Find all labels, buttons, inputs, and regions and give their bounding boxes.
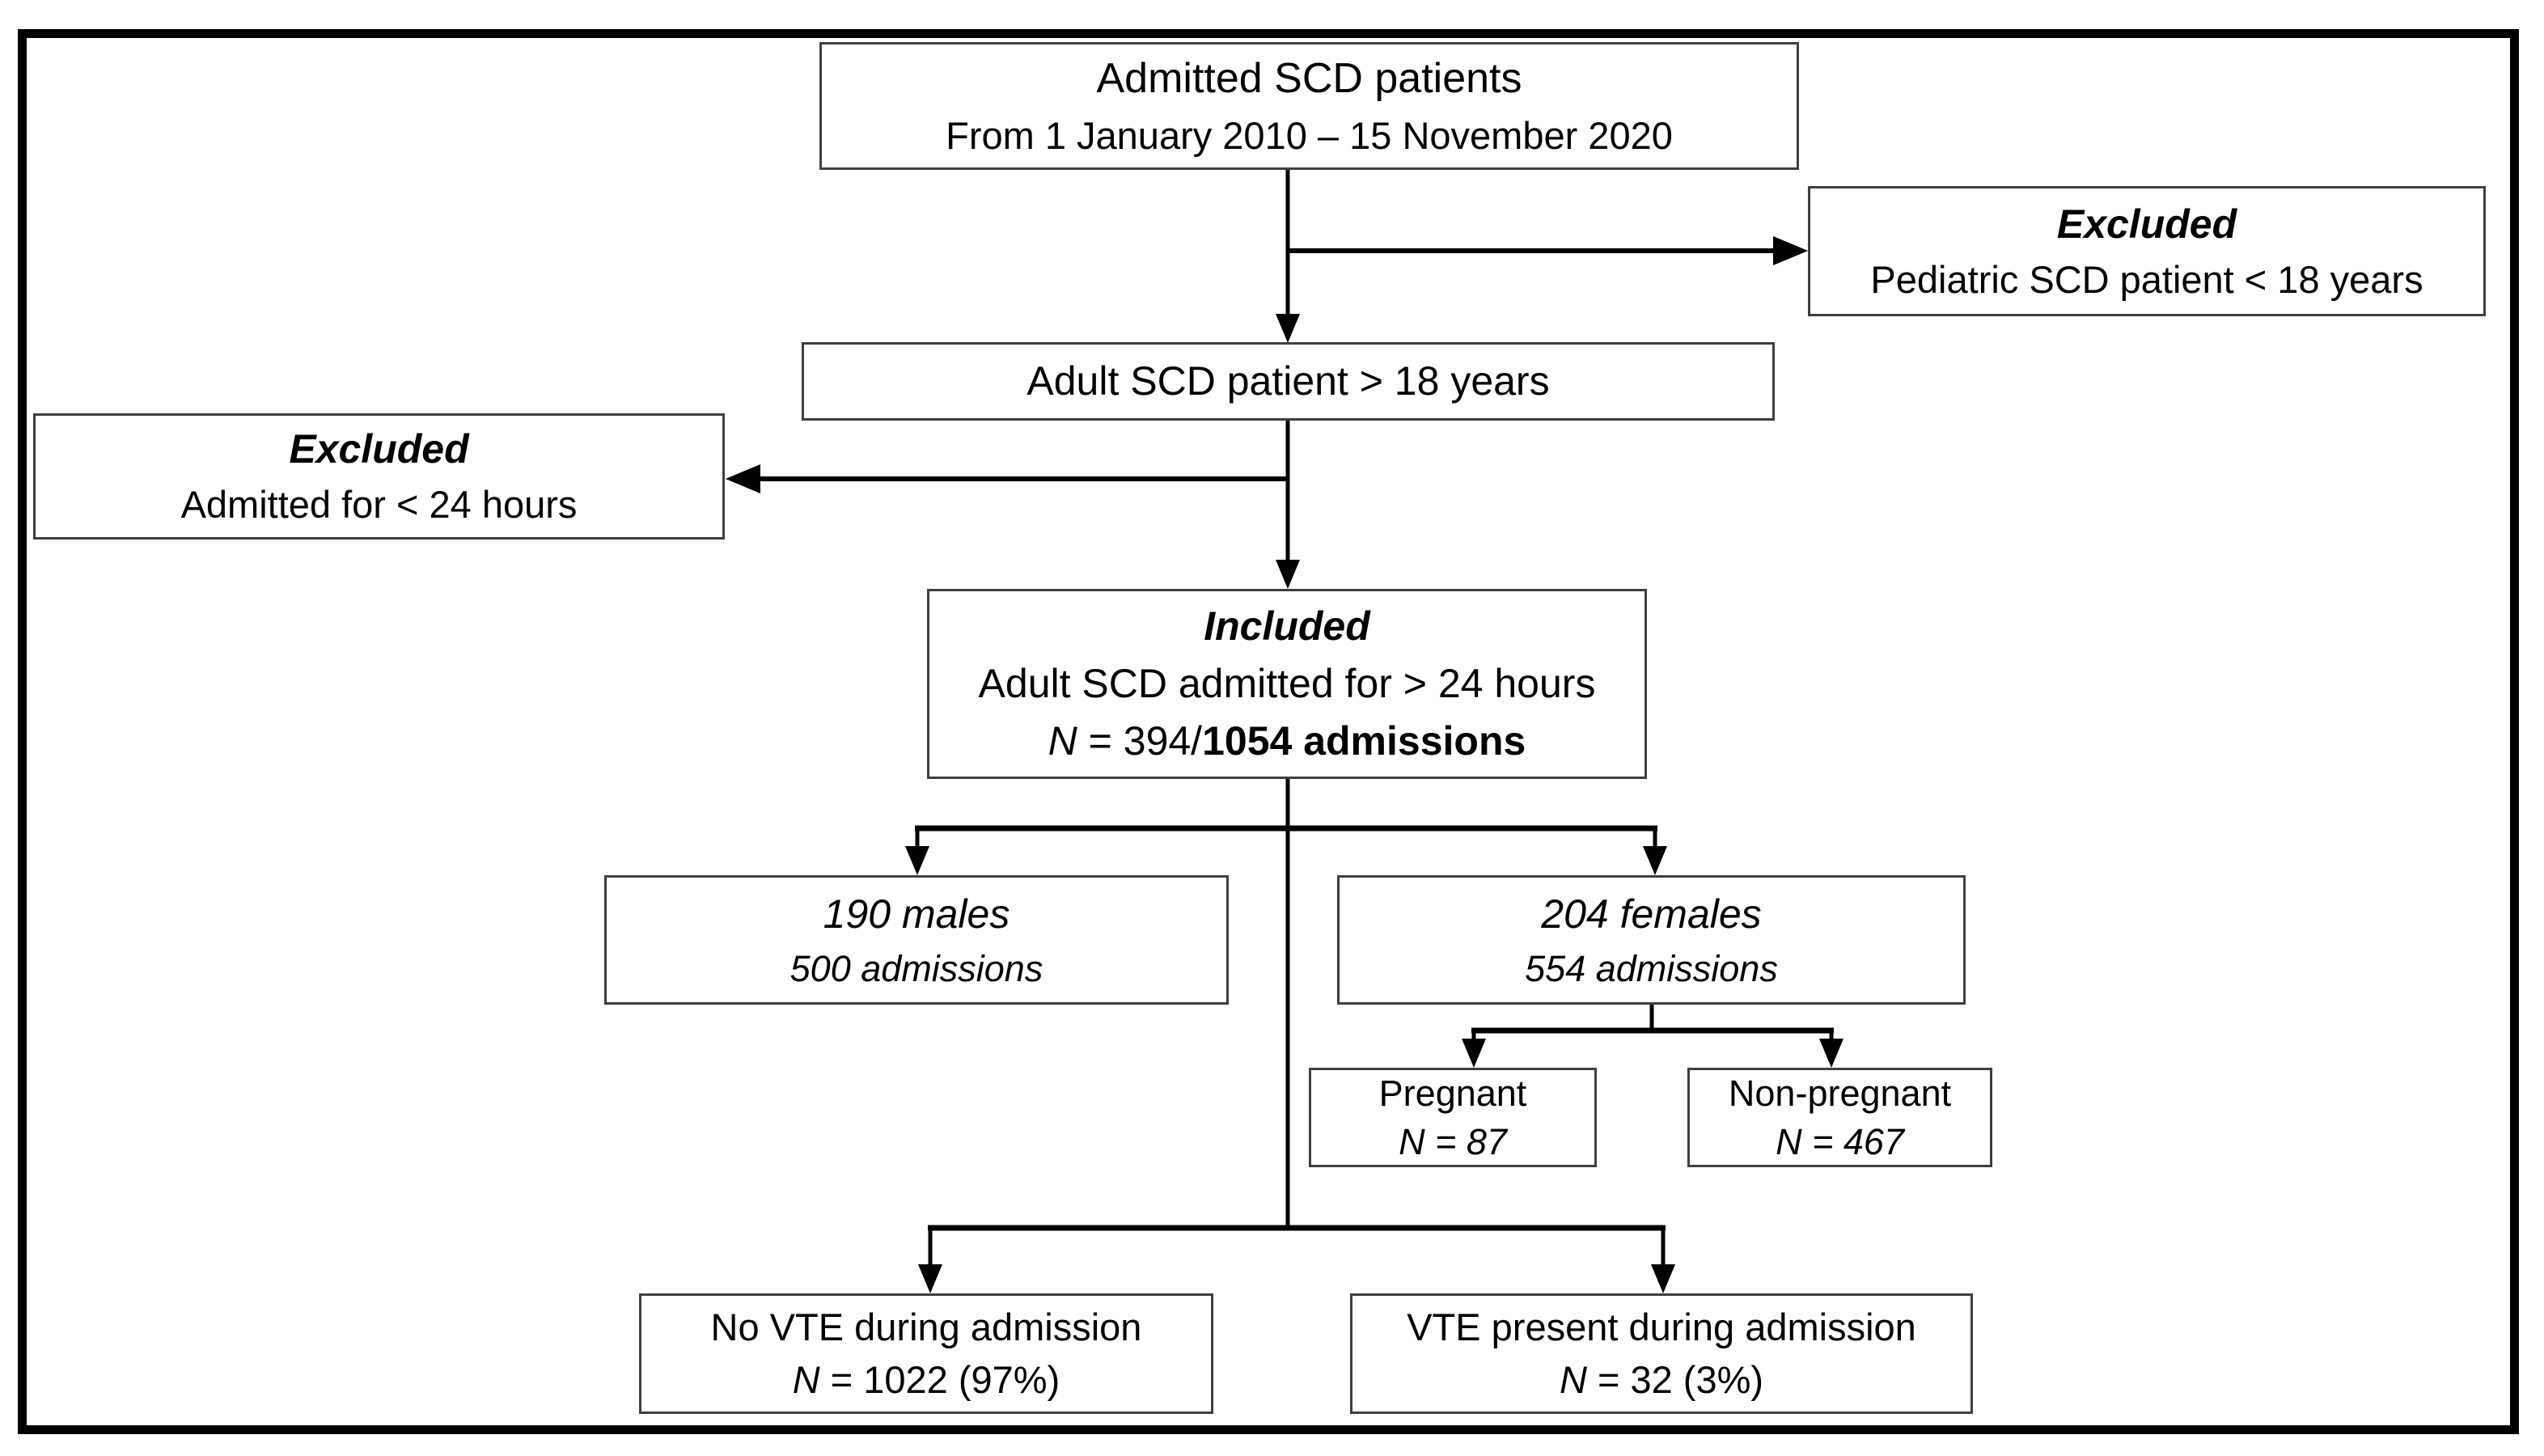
box-included: Included Adult SCD admitted for > 24 hou… (927, 589, 1647, 779)
included-count-value: = 394/ (1077, 718, 1203, 764)
vte-present-label: VTE present during admission (1407, 1305, 1916, 1348)
excluded-pediatric-criterion: Pediatric SCD patient < 18 years (1870, 257, 2423, 301)
vte-present-count: N = 32 (3%) (1560, 1354, 1763, 1407)
vte-present-count-n: N (1559, 1357, 1587, 1401)
included-count-n: N (1048, 718, 1077, 764)
males-count: 190 males (823, 891, 1010, 937)
pregnant-count: N = 87 (1399, 1120, 1507, 1162)
males-admissions: 500 admissions (789, 947, 1043, 989)
no-vte-count: N = 1022 (97%) (793, 1354, 1060, 1407)
no-vte-count-n: N (792, 1357, 820, 1401)
non-pregnant-label: Non-pregnant (1728, 1073, 1952, 1115)
box-admitted-patients: Admitted SCD patients From 1 January 201… (819, 42, 1799, 170)
box-vte-present: VTE present during admission N = 32 (3%) (1350, 1293, 1973, 1414)
box-adult-patients: Adult SCD patient > 18 years (802, 342, 1775, 421)
no-vte-label: No VTE during admission (710, 1305, 1142, 1348)
box-non-pregnant: Non-pregnant N = 467 (1687, 1068, 1992, 1167)
females-count: 204 females (1541, 891, 1762, 937)
excluded-short-stay-title: Excluded (289, 426, 469, 472)
vte-present-count-value: = 32 (3%) (1586, 1357, 1764, 1401)
females-admissions: 554 admissions (1525, 947, 1778, 989)
pregnant-label: Pregnant (1378, 1073, 1527, 1115)
included-criterion: Adult SCD admitted for > 24 hours (978, 661, 1596, 706)
box-pregnant: Pregnant N = 87 (1309, 1068, 1597, 1167)
non-pregnant-count: N = 467 (1776, 1120, 1904, 1162)
adult-patients-label: Adult SCD patient > 18 years (1026, 358, 1550, 404)
box-males: 190 males 500 admissions (604, 875, 1229, 1005)
box-excluded-short-stay: Excluded Admitted for < 24 hours (33, 413, 725, 540)
excluded-short-stay-criterion: Admitted for < 24 hours (180, 483, 578, 527)
admitted-title: Admitted SCD patients (1096, 54, 1522, 102)
excluded-pediatric-title: Excluded (2056, 201, 2237, 247)
box-no-vte: No VTE during admission N = 1022 (97%) (639, 1293, 1213, 1414)
included-title: Included (1204, 603, 1370, 649)
outer-frame (18, 29, 2519, 1434)
included-count: N = 394/1054 admissions (1048, 713, 1526, 770)
no-vte-count-value: = 1022 (97%) (819, 1357, 1060, 1401)
box-females: 204 females 554 admissions (1337, 875, 1966, 1005)
admitted-date-range: From 1 January 2010 – 15 November 2020 (946, 113, 1673, 157)
included-count-admissions: 1054 admissions (1202, 718, 1526, 764)
box-excluded-pediatric: Excluded Pediatric SCD patient < 18 year… (1808, 186, 2486, 316)
